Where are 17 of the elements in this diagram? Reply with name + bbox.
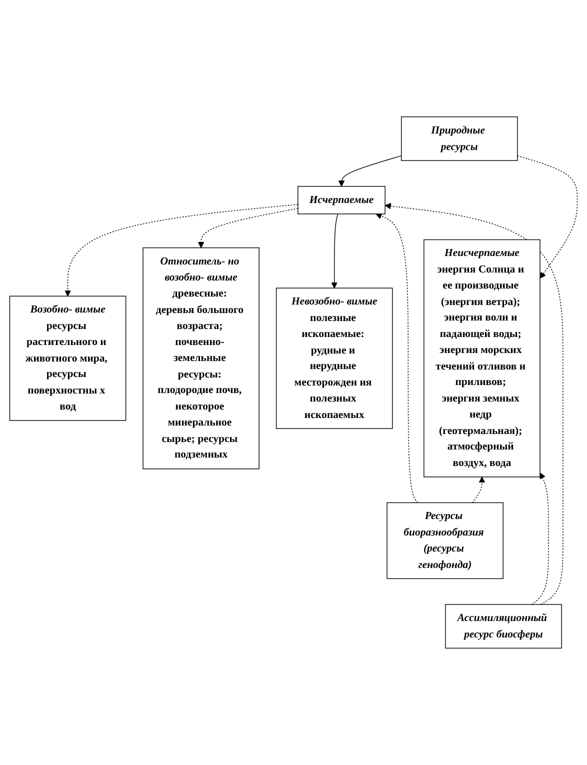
- arrow: [517, 155, 578, 279]
- arrow: [472, 476, 486, 504]
- arrow: [331, 214, 338, 288]
- arrow: [338, 155, 402, 187]
- arrow: [384, 202, 564, 605]
- node-box: Ассимиляционный ресурс биосферы: [445, 604, 562, 649]
- arrow: [376, 213, 418, 504]
- node-box: Неисчерпаемые энергия Солнца и ее производные (энергия ветра); энергия волн и падающей воды; энергия морских течений отливов и приливов; энергия земных недр (геотермальная); атмосферный воздух, вода: [424, 239, 540, 478]
- node-box: Относитель- но возобно- вимые древесные: деревья большого возраста; почвенно- земельные ресурсы: плодородие почв, некоторое минеральное сырье; ресурсы подземных: [142, 247, 260, 470]
- node-box: Природные ресурсы: [400, 116, 518, 161]
- arrow: [532, 472, 549, 605]
- arrow: [64, 204, 298, 296]
- node-box: Исчерпаемые: [298, 186, 386, 214]
- node-box: Ресурсы биоразнообразия (ресурсы генофонда): [386, 502, 504, 580]
- node-box: Невозобно- вимые полезные ископаемые: рудные и нерудные месторожден ия полезных ископаемых: [276, 288, 393, 429]
- arrow: [198, 208, 298, 248]
- node-box: Возобно- вимые ресурсы растительного и животного мира, ресурсы поверхностны х вод: [9, 296, 126, 421]
